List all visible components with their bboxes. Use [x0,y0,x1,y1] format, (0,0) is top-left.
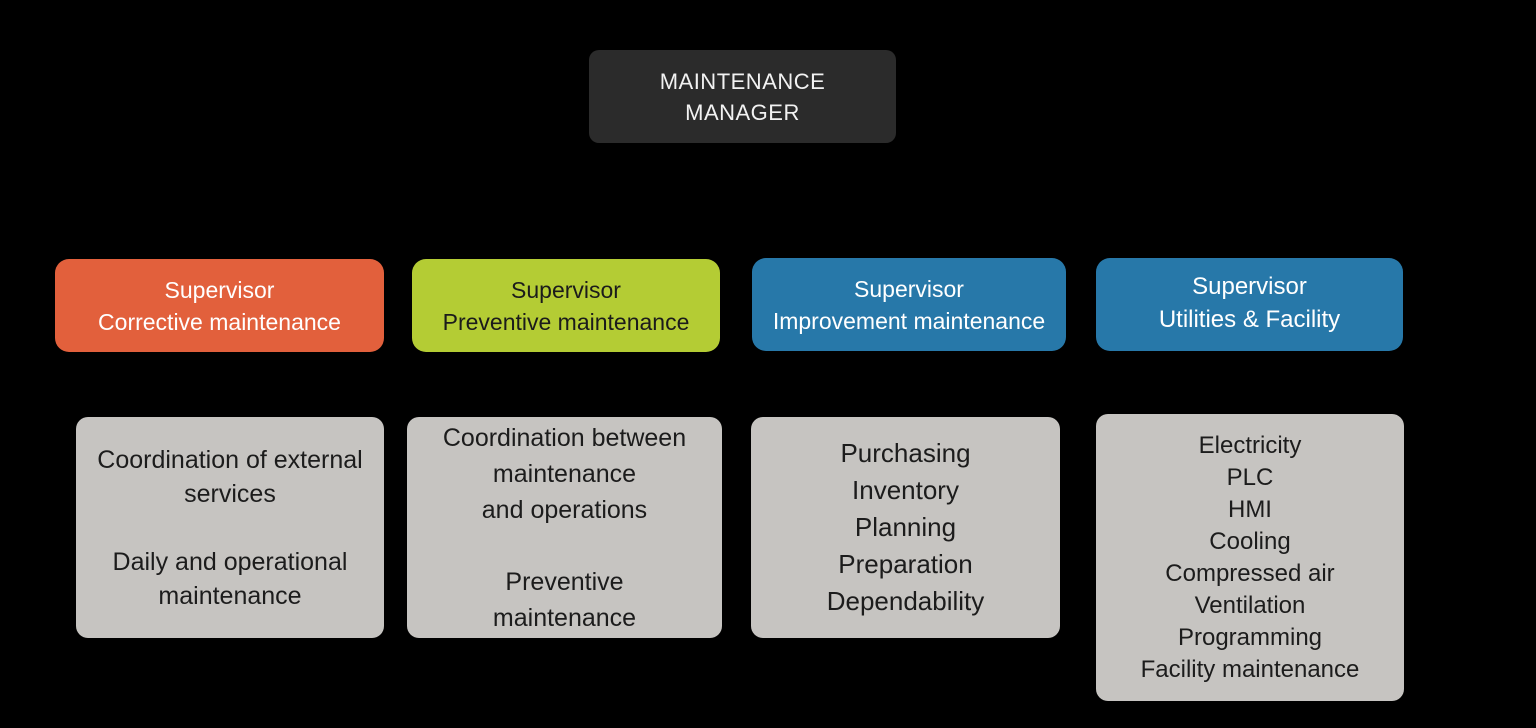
responsibilities-corrective-maintenance-box: Coordination of external services Daily … [76,417,384,638]
responsibilities-preventive-maintenance-box: Coordination between maintenance and ope… [407,417,722,638]
supervisor-corrective-maintenance-node: Supervisor Corrective maintenance [55,259,384,352]
responsibilities-utilities-facility-box: Electricity PLC HMI Cooling Compressed a… [1096,414,1404,701]
supervisor-utilities-facility-node: Supervisor Utilities & Facility [1096,258,1403,351]
supervisor-improvement-maintenance-node: Supervisor Improvement maintenance [752,258,1066,351]
responsibilities-improvement-maintenance-box: Purchasing Inventory Planning Preparatio… [751,417,1060,638]
maintenance-manager-node: MAINTENANCE MANAGER [589,50,896,143]
supervisor-preventive-maintenance-node: Supervisor Preventive maintenance [412,259,720,352]
